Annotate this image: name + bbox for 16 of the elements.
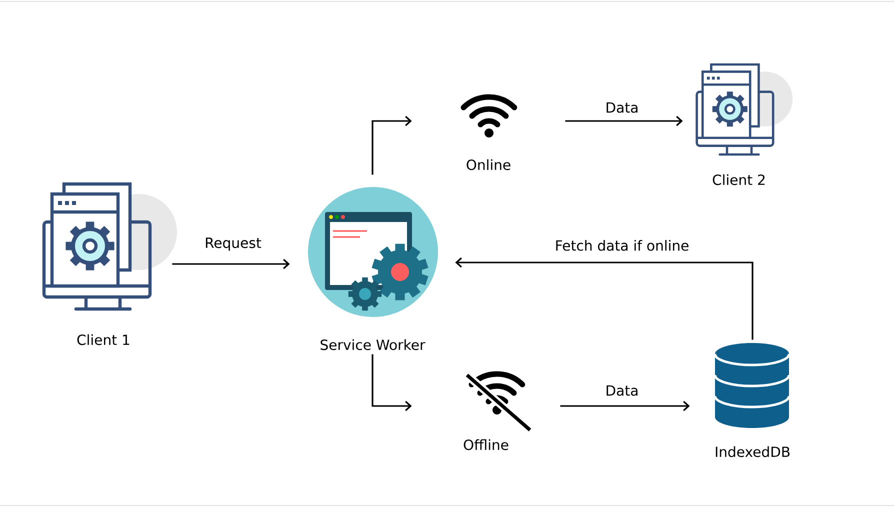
icon-caption: Client 1: [77, 334, 130, 346]
icon-caption: IndexedDB: [716, 446, 790, 458]
edge-label: Request: [204, 236, 262, 252]
arrow: [455, 257, 754, 340]
icon-caption: Offline: [464, 439, 508, 450]
arrow: [372, 354, 412, 412]
edge-label: Data: [604, 384, 640, 397]
icon-caption: Online: [466, 159, 510, 170]
edge-label: Fetch data if online: [554, 238, 690, 252]
edge-label: Data: [604, 101, 640, 114]
icon-caption: Client 2: [712, 174, 765, 186]
arrow: [372, 116, 412, 175]
arrow: [560, 400, 690, 412]
arrow: [172, 258, 290, 270]
arrow: [565, 116, 683, 126]
icon-caption: Service Worker: [320, 339, 426, 350]
